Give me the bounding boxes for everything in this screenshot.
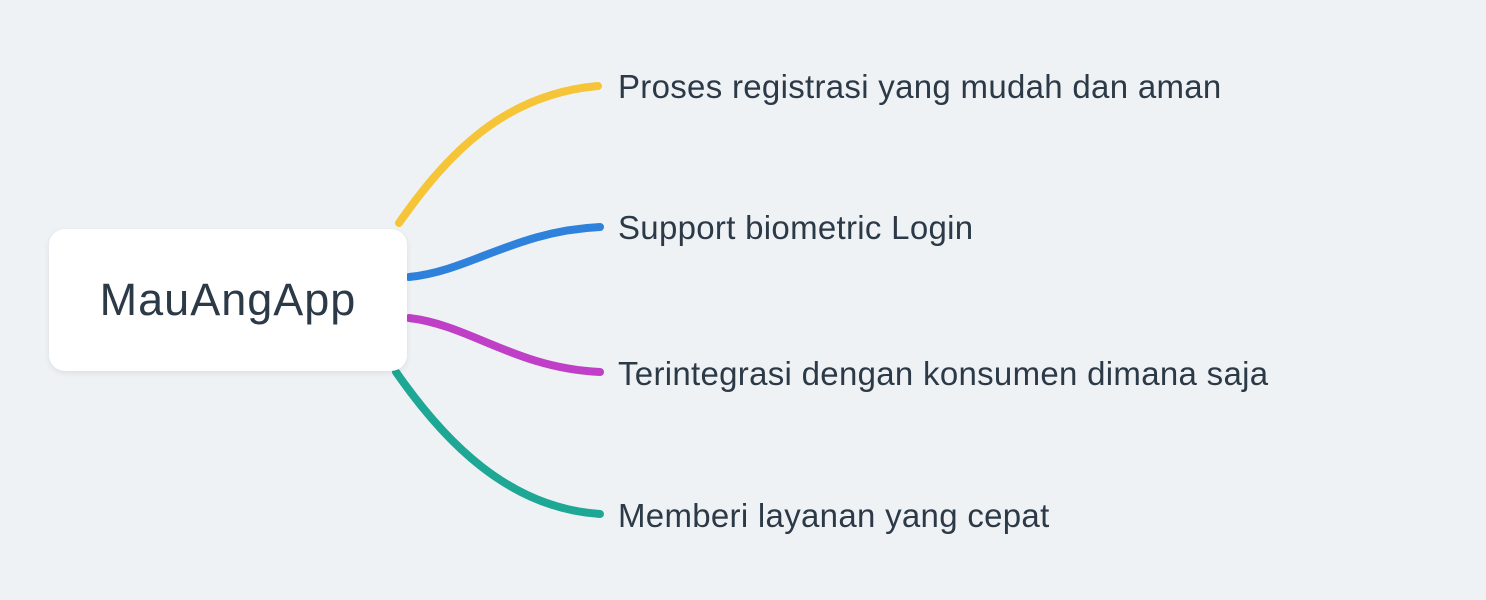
branch-label-integration[interactable]: Terintegrasi dengan konsumen dimana saja	[618, 355, 1269, 392]
branch-label-fast-service[interactable]: Memberi layanan yang cepat	[618, 497, 1050, 534]
branch-connector-lower-middle	[405, 314, 604, 376]
branch-label-registration[interactable]: Proses registrasi yang mudah dan aman	[618, 68, 1222, 105]
root-node[interactable]: MauAngApp	[49, 229, 407, 371]
branch-label-biometric-login[interactable]: Support biometric Login	[618, 209, 974, 246]
root-node-label: MauAngApp	[99, 274, 357, 325]
branch-connector-bottom	[392, 368, 604, 518]
branch-connector-upper-middle	[405, 223, 604, 281]
branch-connector-top	[395, 82, 602, 227]
